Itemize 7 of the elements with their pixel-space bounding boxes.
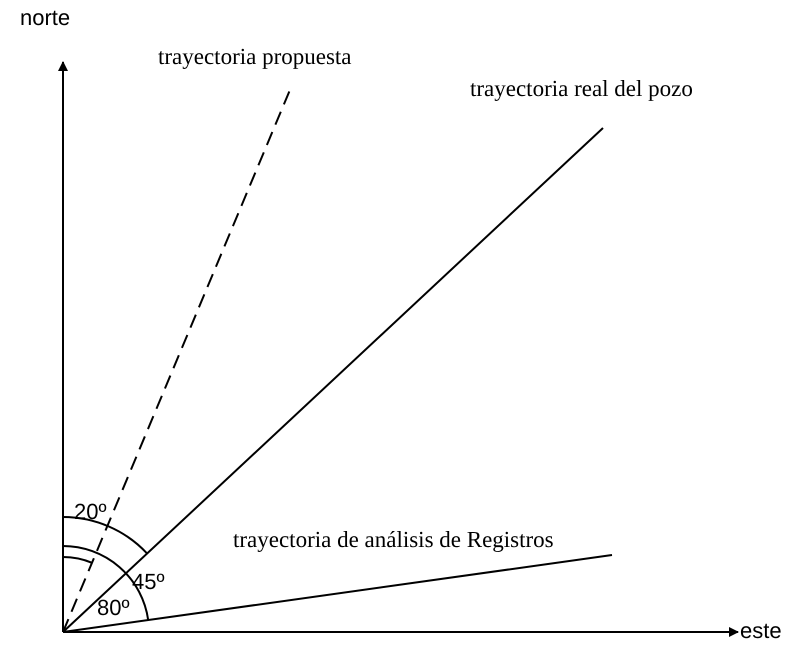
- angle-label: 45º: [132, 570, 165, 594]
- line-label: trayectoria propuesta: [158, 44, 352, 70]
- axis-label: este: [740, 619, 782, 644]
- line-label: trayectoria de análisis de Registros: [233, 527, 554, 552]
- line-label: trayectoria real del pozo: [470, 76, 693, 102]
- axis-label: norte: [20, 6, 70, 30]
- angle-label: 80º: [97, 596, 130, 620]
